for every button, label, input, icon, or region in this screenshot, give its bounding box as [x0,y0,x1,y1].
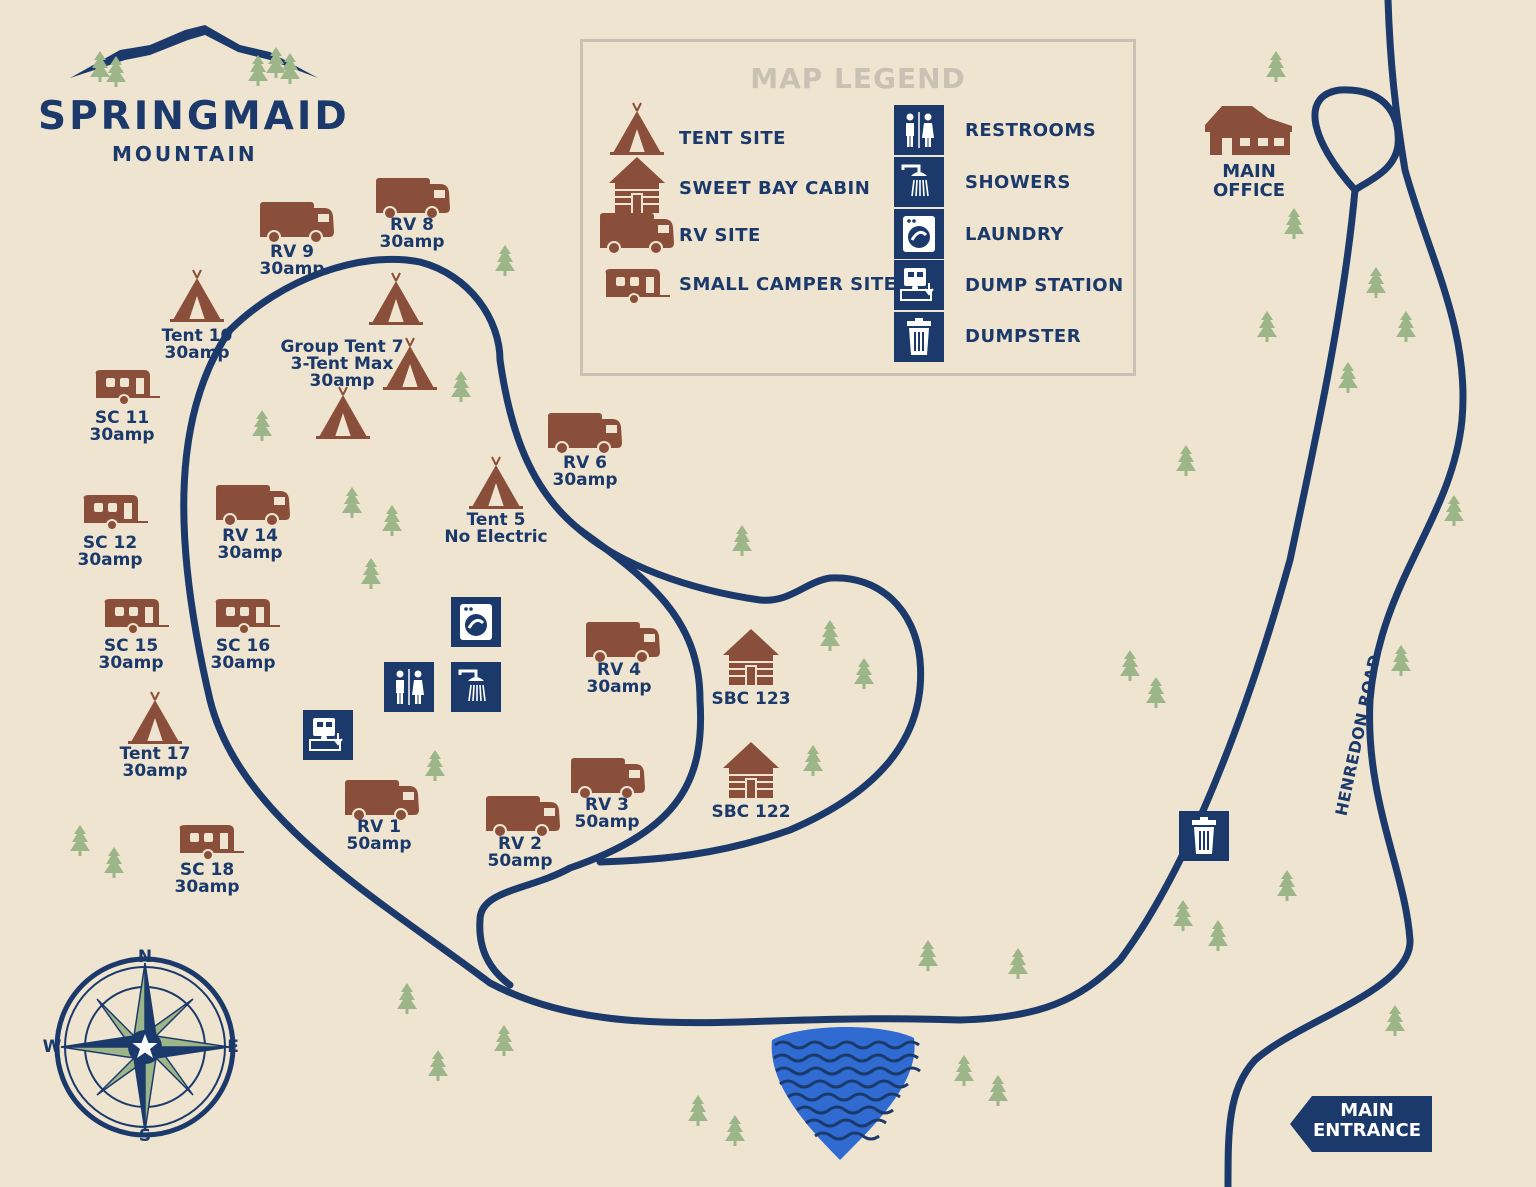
shower-icon [449,660,503,714]
brand-subtitle: MOUNTAIN [112,142,258,166]
rv-9-icon [259,201,335,244]
rv-4-icon [585,621,661,664]
compass-south: S [138,1126,152,1146]
legend-restrooms: RESTROOMS [965,120,1097,141]
site-label-sbc-122: SBC 122 [711,802,791,822]
legend-title: MAP LEGEND [750,62,966,95]
tent-5-icon [468,456,524,510]
legend-dumpster: DUMPSTER [965,326,1082,347]
group-tent-icon [315,386,371,440]
sc-12-icon [82,494,149,531]
map-legend: MAP LEGEND [580,39,1136,376]
legend-laundry: LAUNDRY [965,224,1064,245]
group-tent-icon [368,272,424,326]
logo-mountain-icon [70,25,318,87]
legend-showers: SHOWERS [965,172,1071,193]
sc-18-icon [178,824,245,861]
brand-title: SPRINGMAID [38,94,350,139]
sbc-122-icon [722,741,780,799]
legend-sweet-bay-cabin: SWEET BAY CABIN [679,178,871,199]
compass-north: N [137,947,153,967]
sc-11-icon [94,369,161,406]
legend-rv-site: RV SITE [679,225,761,246]
site-label-sbc-123: SBC 123 [711,689,791,709]
rv-8-icon [375,177,451,220]
restroom-icon [383,661,435,713]
dumpster-icon [1178,810,1230,862]
main-entrance-sign [1290,1096,1432,1152]
main-office-icon [1205,106,1292,155]
rv-2-icon [485,795,561,838]
rv-6-icon [547,412,623,455]
sbc-123-icon [722,628,780,686]
tent-10-icon [169,269,225,323]
compass-east: E [227,1037,239,1057]
compass-rose-icon [54,956,236,1138]
laundry-icon [449,595,503,649]
rv-1-icon [344,779,420,822]
sc-15-icon [103,598,170,635]
sc-16-icon [214,598,281,635]
legend-small-camper-site: SMALL CAMPER SITE [679,274,897,295]
roads [180,0,1467,1187]
legend-tent-site: TENT SITE [679,128,786,149]
rv-3-icon [570,757,646,800]
legend-dump-station: DUMP STATION [965,275,1124,296]
rv-14-icon [215,484,291,527]
tent-17-icon [127,691,183,745]
compass-west: W [42,1037,62,1057]
pond [771,1026,921,1160]
dump-station-icon [302,709,354,761]
